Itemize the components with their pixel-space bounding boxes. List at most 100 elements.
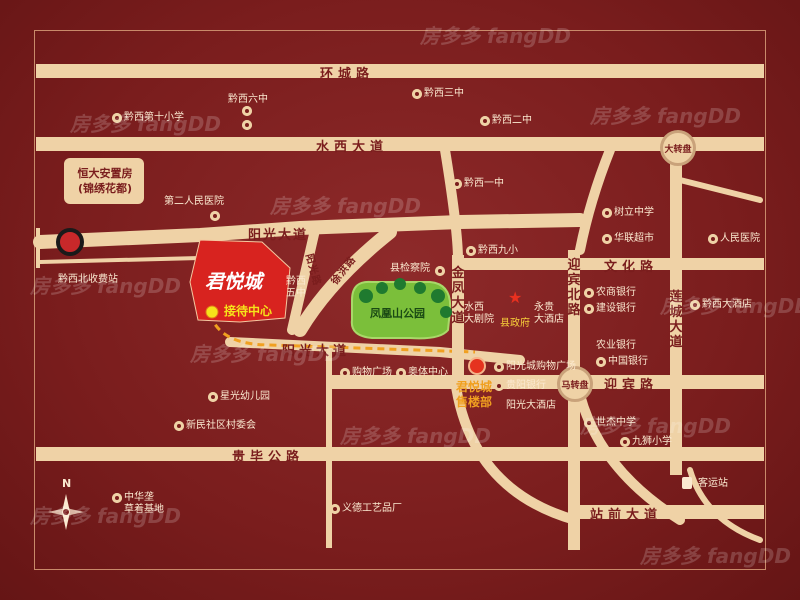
poi-dot [584, 288, 594, 298]
label-yingbin: 迎宾路 [604, 378, 659, 393]
sales-marker [468, 357, 486, 375]
sales-label: 君悦城 售楼部 [456, 380, 493, 409]
label-yangguang-lower: 阳光大道 [282, 344, 351, 359]
poi-dot [584, 418, 594, 428]
poi-shuli: 树立中学 [614, 207, 654, 218]
poi-toll: 黔西北收费站 [58, 274, 118, 285]
road-right-diag [677, 177, 763, 203]
poi-hualian: 华联超市 [614, 233, 654, 244]
poi-school10: 黔西第十小学 [124, 112, 184, 123]
poi-dot [242, 106, 252, 116]
poi-dot [412, 89, 422, 99]
poi-dot [452, 179, 462, 189]
poi-dot [708, 234, 718, 244]
poi-school3: 黔西三中 [424, 88, 464, 99]
poi-yonggui: 永贵 大酒店 [534, 302, 564, 325]
road-left-connector [38, 256, 202, 264]
road-mid-vertical [326, 348, 332, 548]
road-yangshan [287, 225, 320, 335]
label-zhanqian: 站前大道 [590, 508, 663, 523]
poi-dot [494, 381, 504, 391]
poi-cemetery: 中华垄 草着基地 [124, 492, 164, 515]
poi-agri-bank: 农商银行 [596, 287, 636, 298]
road-yingbin [330, 375, 764, 389]
label-yingbin-north: 迎宾北路 [567, 258, 581, 318]
poi-school5: 黔西 五中 [286, 276, 306, 299]
poi-dot [396, 368, 406, 378]
bus-icon [682, 477, 692, 489]
poi-theatre: 水西 大剧院 [464, 302, 494, 325]
poi-dot [494, 362, 504, 372]
reception-label: 接待中心 [224, 304, 273, 318]
poi-dot [330, 504, 340, 514]
compass-north: N [62, 477, 72, 490]
poi-dot [208, 392, 218, 402]
poi-yiwu: 义德工艺品厂 [342, 503, 402, 514]
road-jinfeng [452, 255, 464, 380]
poi-dot [340, 368, 350, 378]
poi-dot [690, 300, 700, 310]
poi-kinder: 星光幼儿园 [220, 391, 270, 402]
poi-dot [602, 208, 612, 218]
poi-school2: 黔西二中 [492, 115, 532, 126]
poi-dot [620, 437, 630, 447]
label-jinfeng: 金凤大道 [451, 266, 465, 326]
poi-dot [435, 266, 445, 276]
label-guibi: 贵毕公路 [232, 450, 305, 465]
poi-agbank: 农业银行 [596, 340, 636, 351]
poi-bus-station: 客运站 [698, 478, 728, 489]
poi-dot [112, 113, 122, 123]
reception-marker [205, 305, 219, 319]
toll-marker [56, 228, 84, 256]
label-wenhua: 文化路 [604, 260, 659, 275]
poi-procuratorate: 县检察院 [390, 263, 430, 274]
poi-ygc-mall: 阳光城购物广场 [506, 361, 576, 372]
road-south-curve-left [450, 375, 580, 525]
label-yangguang-upper: 阳光大道 [248, 228, 309, 243]
watermark: 房多多 fangDD [30, 504, 181, 528]
road-shuixi [36, 137, 764, 151]
route-dashed [208, 313, 476, 354]
map-frame [34, 30, 766, 570]
poi-dot [112, 493, 122, 503]
park-area [350, 280, 452, 340]
poi-dot [242, 120, 252, 130]
poi-xinmin: 新民社区村委会 [186, 420, 256, 431]
road-yangguang-upper [33, 213, 587, 249]
compass-icon [48, 494, 84, 530]
label-huancheng: 环城路 [320, 67, 375, 82]
poi-school9: 黔西九小 [478, 245, 518, 256]
poi-dot [210, 211, 220, 221]
watermark: 房多多 fangDD [70, 112, 221, 136]
mazhuanpan-roundabout: 马转盘 [557, 366, 593, 402]
watermark: 房多多 fangDD [590, 104, 741, 128]
poi-hotel: 黔西大酒店 [702, 299, 752, 310]
poi-mall: 购物广场 [352, 367, 392, 378]
poi-olympic: 奥体中心 [408, 367, 448, 378]
resettle-box [64, 158, 144, 204]
watermark: 房多多 fangDD [420, 24, 571, 48]
road-xuhong [293, 225, 397, 337]
poi-school6: 黔西六中 [228, 94, 268, 105]
poi-school1: 黔西一中 [464, 178, 504, 189]
road-zhanqian [575, 505, 764, 519]
gov-star-icon: ★ [508, 288, 522, 307]
poi-boc: 中国银行 [608, 356, 648, 367]
road-liancheng [670, 135, 682, 475]
resettle-label: 恒大安置房 (锦绣花都) [77, 167, 133, 195]
watermark: 房多多 fangDD [190, 342, 341, 366]
poi-dot [596, 357, 606, 367]
road-guibi [36, 447, 764, 461]
park-trees [359, 278, 452, 318]
project-site [189, 239, 291, 323]
label-shuixi: 水西大道 [316, 140, 389, 155]
watermark: 房多多 fangDD [660, 294, 800, 318]
poi-guiyang-bank: 贵阳银行 [506, 380, 546, 391]
poi-dot [602, 234, 612, 244]
poi-county-gov: 县政府 [500, 318, 530, 329]
poi-people-hospital: 人民医院 [720, 233, 760, 244]
project-name: 君悦城 [205, 271, 263, 293]
road-huancheng [36, 64, 764, 78]
dazhuanpan-roundabout: 大转盘 [660, 130, 696, 166]
